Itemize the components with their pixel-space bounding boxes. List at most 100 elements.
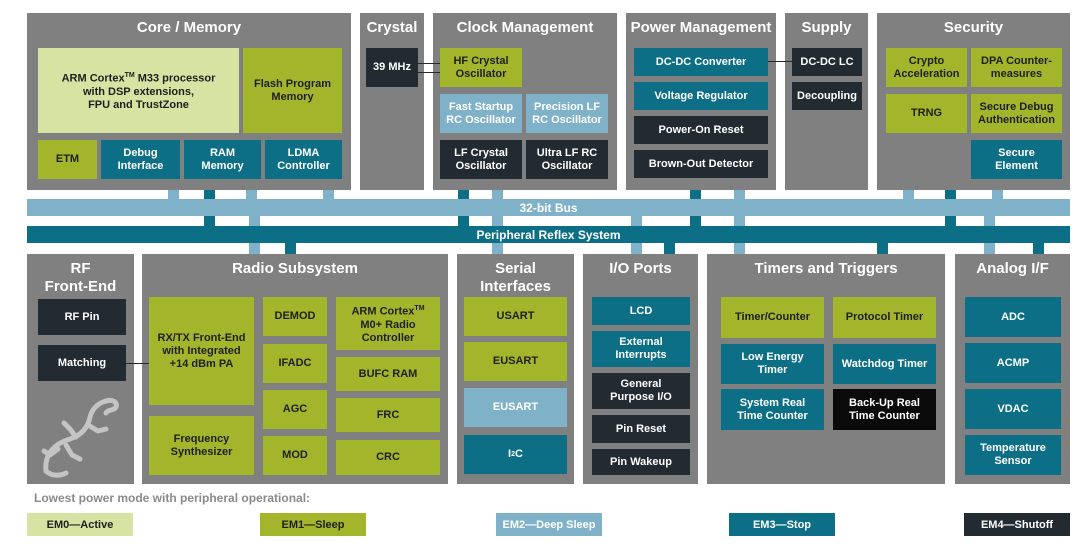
bus-connector: [246, 190, 257, 199]
bus-connector: [992, 190, 1003, 199]
prs-label: Peripheral Reflex System: [476, 227, 621, 242]
section-title: I/O Ports: [609, 260, 672, 277]
prs-connector: [877, 243, 888, 254]
section-title: Serial Interfaces: [480, 260, 551, 295]
m0-label: Controller: [361, 331, 415, 344]
trng-block: TRNG: [886, 94, 967, 133]
secure-debug-authentication-block: Secure Debug Authentication: [971, 94, 1062, 133]
m0-label: ARM Cortex: [351, 305, 415, 318]
matching-block: Matching: [38, 345, 126, 381]
low-energy-timer-block: Low Energy Timer: [721, 344, 824, 384]
section-io-ports: I/O Ports: [583, 254, 698, 484]
legend-em1: EM1—Sleep: [260, 513, 366, 536]
trademark: TM: [124, 72, 135, 80]
bus-label: 32-bit Bus: [519, 200, 578, 215]
dcdc-connection-line: [768, 61, 792, 62]
legend-em4: EM4—Shutoff: [964, 513, 1070, 536]
ultra-lf-rc-oscillator-block: Ultra LF RC Oscillator: [526, 140, 608, 179]
crystal-39mhz-block: 39 MHz: [366, 48, 418, 87]
bus-connector: [734, 190, 745, 199]
hf-crystal-oscillator-block: HF Crystal Oscillator: [440, 48, 522, 87]
i2c-superscript: 2: [511, 451, 515, 458]
peripheral-reflex-system: Peripheral Reflex System: [27, 226, 1070, 243]
watchdog-timer-block: Watchdog Timer: [833, 344, 936, 384]
prs-connector: [664, 243, 675, 254]
agc-block: AGC: [263, 390, 327, 429]
cpu-label: M33 processor: [134, 72, 216, 85]
trademark: TM: [414, 305, 425, 313]
precision-lf-rc-oscillator-block: Precision LF RC Oscillator: [526, 94, 608, 133]
ram-memory-block: RAM Memory: [184, 140, 261, 179]
section-title: Crystal: [366, 19, 418, 36]
etm-block: ETM: [38, 140, 97, 179]
adc-block: ADC: [965, 297, 1061, 337]
ifadc-block: IFADC: [263, 344, 327, 383]
section-title: Timers and Triggers: [754, 260, 898, 277]
external-interrupts-block: External Interrupts: [592, 331, 690, 367]
bus-connector: [168, 190, 179, 199]
rx-tx-front-end-block: RX/TX Front-End with Integrated +14 dBm …: [149, 297, 254, 405]
bus-connector: [492, 190, 503, 199]
pin-wakeup-block: Pin Wakeup: [592, 449, 690, 475]
section-title: Supply: [801, 19, 852, 36]
frequency-synthesizer-block: Frequency Synthesizer: [149, 416, 254, 475]
cpu-label: ARM Cortex: [61, 72, 125, 85]
legend-title: Lowest power mode with peripheral operat…: [34, 491, 311, 505]
bufc-ram-block: BUFC RAM: [336, 357, 440, 391]
fast-startup-rc-oscillator-block: Fast Startup RC Oscillator: [440, 94, 522, 133]
section-title: RF Front-End: [44, 260, 117, 295]
crc-block: CRC: [336, 440, 440, 475]
section-title: Power Management: [630, 19, 772, 36]
general-purpose-io-block: General Purpose I/O: [592, 373, 690, 409]
section-crystal: Crystal: [360, 13, 424, 190]
cpu-label: with DSP extensions,: [82, 85, 195, 98]
arm-m0-radio-controller-block: ARM CortexTM M0+ Radio Controller: [336, 297, 440, 350]
decoupling-block: Decoupling: [792, 82, 862, 110]
brown-out-detector-block: Brown-Out Detector: [634, 150, 768, 178]
lcd-block: LCD: [592, 297, 690, 325]
frc-block: FRC: [336, 398, 440, 432]
crystal-connection-line: [418, 72, 440, 73]
rf-connection-line: [126, 363, 149, 364]
vdac-block: VDAC: [965, 389, 1061, 429]
pin-reset-block: Pin Reset: [592, 415, 690, 443]
legend-em0: EM0—Active: [27, 513, 133, 536]
back-up-real-time-counter-block: Back-Up Real Time Counter: [833, 389, 936, 430]
protocol-timer-block: Protocol Timer: [833, 297, 936, 338]
system-real-time-counter-block: System Real Time Counter: [721, 389, 824, 430]
legend-em2: EM2—Deep Sleep: [496, 513, 602, 536]
rf-pin-block: RF Pin: [38, 299, 126, 335]
bus-connector: [903, 190, 914, 199]
cpu-block: ARM CortexTM M33 processor with DSP exte…: [38, 48, 239, 133]
gecko-logo-icon: [41, 397, 119, 478]
bus-connector: [323, 190, 334, 199]
section-title: Radio Subsystem: [232, 260, 358, 277]
usart-block: USART: [464, 297, 567, 336]
prs-connector: [285, 243, 296, 254]
secure-element-block: Secure Element: [971, 140, 1062, 179]
eusart-block: EUSART: [464, 342, 567, 381]
section-title: Security: [943, 19, 1004, 36]
mod-block: MOD: [263, 436, 327, 475]
demod-block: DEMOD: [263, 297, 327, 336]
acmp-block: ACMP: [965, 343, 1061, 383]
dpa-countermeasures-block: DPA Counter- measures: [971, 48, 1062, 87]
crypto-acceleration-block: Crypto Acceleration: [886, 48, 967, 87]
power-on-reset-block: Power-On Reset: [634, 116, 768, 144]
legend-em3: EM3—Stop: [729, 513, 835, 536]
section-title: Core / Memory: [136, 19, 242, 36]
eusart-block: EUSART: [464, 388, 567, 427]
temperature-sensor-block: Temperature Sensor: [965, 435, 1061, 475]
m0-label: M0+ Radio: [360, 318, 416, 331]
crystal-connection-line: [418, 63, 440, 64]
dc-dc-lc-block: DC-DC LC: [792, 48, 862, 76]
debug-interface-block: Debug Interface: [101, 140, 180, 179]
flash-memory-block: Flash Program Memory: [243, 48, 342, 133]
dc-dc-converter-block: DC-DC Converter: [634, 48, 768, 76]
lf-crystal-oscillator-block: LF Crystal Oscillator: [440, 140, 522, 179]
32-bit-bus: 32-bit Bus: [27, 199, 1070, 216]
timer-counter-block: Timer/Counter: [721, 297, 824, 338]
i2c-label: I: [508, 448, 512, 460]
cpu-label: FPU and TrustZone: [88, 98, 189, 111]
